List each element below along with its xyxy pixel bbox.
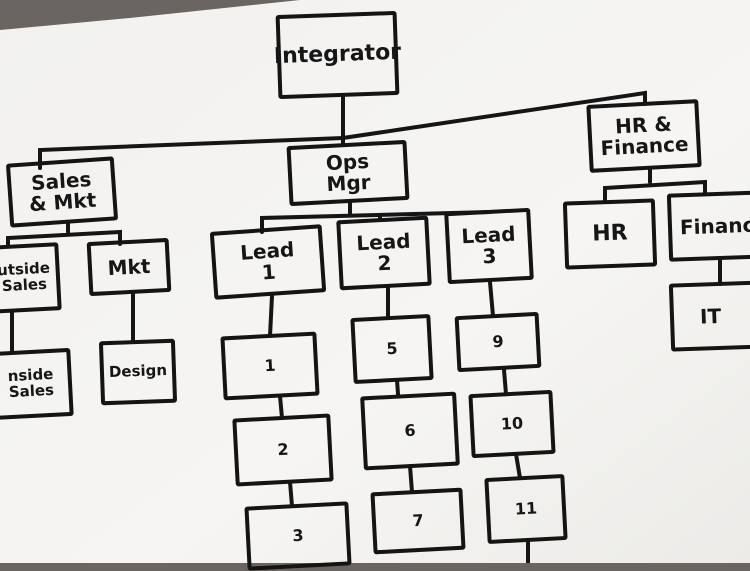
node-ops-mgr-label: Ops Mgr bbox=[325, 148, 372, 197]
node-3: 3 bbox=[244, 501, 352, 571]
node-7-label: 7 bbox=[411, 510, 425, 530]
node-mkt: Mkt bbox=[86, 237, 172, 297]
node-design: Design bbox=[98, 338, 178, 406]
node-11: 11 bbox=[484, 473, 568, 545]
node-6-label: 6 bbox=[403, 420, 417, 440]
node-design-label: Design bbox=[108, 361, 168, 382]
node-10: 10 bbox=[468, 389, 556, 459]
node-hr-label: HR bbox=[591, 220, 629, 248]
node-integrator-label: Integrator bbox=[273, 40, 402, 70]
node-mkt-label: Mkt bbox=[106, 253, 151, 280]
node-2: 2 bbox=[232, 413, 334, 487]
node-5-label: 5 bbox=[385, 338, 399, 358]
node-lead-3-label: Lead 3 bbox=[460, 221, 517, 269]
node-finance: Finance bbox=[666, 190, 750, 262]
node-integrator: Integrator bbox=[273, 10, 402, 100]
node-ops-mgr: Ops Mgr bbox=[286, 139, 410, 207]
node-inside-sales-label: nside Sales bbox=[7, 365, 55, 402]
node-9: 9 bbox=[454, 311, 542, 373]
node-lead-1-label: Lead 1 bbox=[239, 237, 296, 285]
node-hr-finance-label: HR & Finance bbox=[599, 111, 690, 161]
node-lead-2-label: Lead 2 bbox=[355, 228, 412, 276]
node-1: 1 bbox=[220, 331, 320, 401]
node-it-label: IT bbox=[699, 303, 722, 329]
node-2-label: 2 bbox=[276, 439, 290, 459]
node-6: 6 bbox=[360, 391, 460, 471]
node-hr: HR bbox=[562, 198, 658, 270]
node-1-label: 1 bbox=[263, 355, 277, 375]
node-outside-sales-label: utside Sales bbox=[0, 258, 51, 296]
node-finance-label: Finance bbox=[679, 211, 750, 239]
node-hr-finance: HR & Finance bbox=[586, 99, 702, 173]
node-lead-1: Lead 1 bbox=[209, 224, 327, 300]
node-3-label: 3 bbox=[291, 525, 305, 545]
node-sales-mkt: Sales & Mkt bbox=[5, 156, 119, 228]
node-5: 5 bbox=[350, 313, 434, 385]
node-sales-mkt-label: Sales & Mkt bbox=[28, 166, 98, 217]
node-7: 7 bbox=[370, 487, 466, 555]
node-outside-sales: utside Sales bbox=[0, 242, 62, 314]
node-lead-3: Lead 3 bbox=[444, 207, 534, 285]
node-10-label: 10 bbox=[500, 413, 524, 434]
node-it: IT bbox=[668, 280, 750, 352]
node-9-label: 9 bbox=[491, 331, 505, 351]
node-inside-sales: nside Sales bbox=[0, 347, 74, 421]
node-lead-2: Lead 2 bbox=[336, 215, 432, 291]
node-11-label: 11 bbox=[514, 498, 538, 519]
